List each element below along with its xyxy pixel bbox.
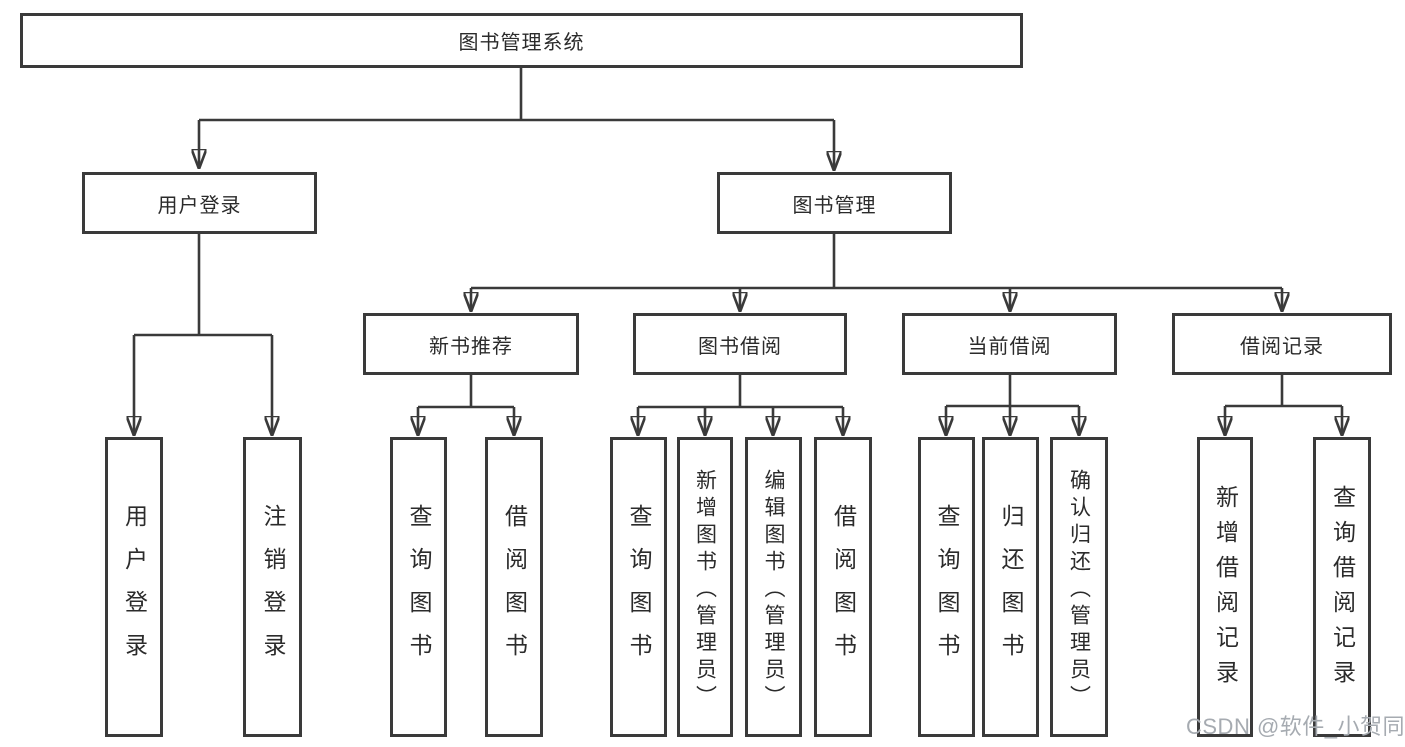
connector-user-login-children xyxy=(134,234,272,435)
connector-new-book-rec-children xyxy=(418,375,514,435)
node-borrow-records: 借阅记录 xyxy=(1172,313,1392,375)
node-leaf-add-borrow-record: 新增借阅记录 xyxy=(1197,437,1253,737)
node-leaf-edit-book: 编辑图书（管理员） xyxy=(745,437,802,737)
node-user-login: 用户登录 xyxy=(82,172,317,234)
node-leaf-return-book: 归还图书 xyxy=(982,437,1039,737)
node-root: 图书管理系统 xyxy=(20,13,1023,68)
node-leaf-user-login: 用户登录 xyxy=(105,437,163,737)
node-leaf-confirm-return: 确认归还（管理员） xyxy=(1050,437,1108,737)
node-leaf-query-book-rec: 查询图书 xyxy=(390,437,447,737)
node-leaf-query-book-borrow: 查询图书 xyxy=(610,437,667,737)
connector-current-borrow-children xyxy=(946,375,1079,435)
node-book-borrow: 图书借阅 xyxy=(633,313,847,375)
connector-book-borrow-children xyxy=(638,375,843,435)
node-new-book-rec: 新书推荐 xyxy=(363,313,579,375)
connector-root-to-level2 xyxy=(199,68,834,170)
node-book-mgmt: 图书管理 xyxy=(717,172,952,234)
node-leaf-logout: 注销登录 xyxy=(243,437,302,737)
watermark: CSDN @软件_小贺同学 xyxy=(1186,714,1405,739)
node-leaf-query-borrow-record: 查询借阅记录 xyxy=(1313,437,1371,737)
node-current-borrow: 当前借阅 xyxy=(902,313,1117,375)
connector-borrow-records-children xyxy=(1225,375,1342,435)
connector-book-mgmt-children xyxy=(471,234,1282,311)
node-leaf-borrow-book-borrow: 借阅图书 xyxy=(814,437,872,737)
node-leaf-borrow-book-rec: 借阅图书 xyxy=(485,437,543,737)
node-leaf-add-book: 新增图书（管理员） xyxy=(677,437,733,737)
node-leaf-query-book-current: 查询图书 xyxy=(918,437,975,737)
